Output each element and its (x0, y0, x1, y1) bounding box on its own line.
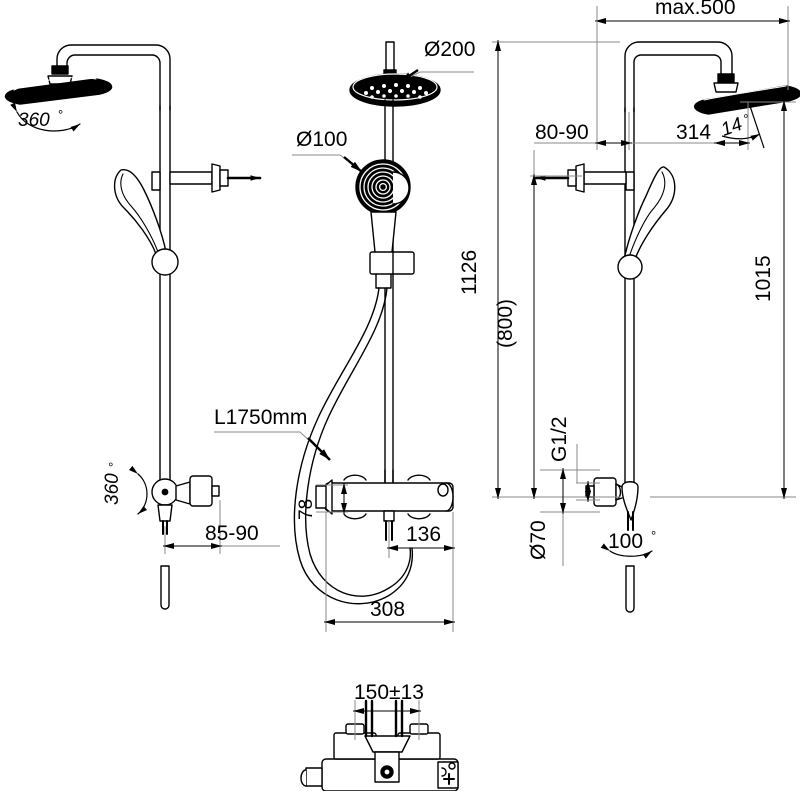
dim-800-lines (530, 174, 620, 499)
detail-view-mixer (300, 699, 459, 791)
dim-1126-label: 1126 (458, 250, 481, 295)
dia-100-label: Ø100 (296, 128, 347, 151)
left-shower-arm (56, 44, 171, 111)
dim-max-500-label: max.500 (655, 0, 736, 19)
right-head-ball-joint (713, 73, 739, 93)
mixer-detail-body (300, 699, 459, 791)
ang-14-label: 14 (718, 114, 745, 141)
dim-314-label: 314 (676, 121, 711, 144)
center-top-stub (383, 41, 397, 79)
swivel-arc-100 (600, 543, 653, 559)
dim-150-13-label: 150±13 (354, 681, 424, 704)
dia-200-leader (399, 69, 474, 83)
slider-block-center (369, 251, 415, 275)
degree-symbol-outlet-left: ° (106, 462, 121, 467)
slider-ring-right (617, 254, 643, 280)
dim-80-90-314-lines (533, 21, 750, 178)
dia-100-leader (292, 154, 363, 173)
dim-85-90-label: 85-90 (205, 522, 259, 545)
dia-200-label: Ø200 (424, 38, 475, 61)
hand-shower-handle-center (370, 211, 397, 289)
dim-78-label: 78 (296, 499, 317, 520)
degree-symbol-head-left: ° (58, 107, 63, 122)
dim-136-label: 136 (406, 523, 441, 546)
lower-outlet-left (151, 475, 220, 535)
ang-14-lines (721, 99, 765, 149)
rotation-label-outlet-left: 360 (102, 473, 123, 505)
handset-bracket-center (392, 171, 410, 205)
left-view (4, 44, 262, 610)
dim-308-lines (324, 512, 455, 632)
ang-14-degree-symbol: ° (742, 111, 752, 127)
handset-bracket-left (151, 163, 262, 193)
ang-100-degree-symbol: ° (651, 528, 656, 543)
rotation-label-head-left: 360 (18, 110, 50, 131)
hose-length-label: L1750mm (214, 406, 307, 429)
dimension-lines (163, 6, 796, 740)
dim-136-lines (387, 512, 455, 558)
dim-80-90-label: 80-90 (535, 121, 589, 144)
dia-70-lines (540, 468, 600, 566)
overhead-shower-head-center (349, 73, 441, 107)
slider-ring-left (151, 248, 179, 276)
overhead-shower-head-left (4, 77, 113, 105)
dim-308-label: 308 (370, 598, 405, 621)
dim-1015-lines (650, 100, 796, 499)
dim-1015-label: 1015 (752, 255, 775, 302)
left-riser-pipe (159, 105, 171, 481)
mixer-body-center (315, 469, 454, 541)
center-view (293, 41, 454, 605)
rotation-arc-outlet-left (128, 465, 148, 515)
rotation-arc-head-left (10, 102, 81, 132)
dia-70-label: Ø70 (527, 520, 550, 560)
ang-100-label: 100 (608, 530, 643, 553)
thread-g12-label: G1/2 (548, 416, 571, 462)
dim-800-label: (800) (494, 299, 517, 348)
dim-78-lines (316, 483, 348, 514)
right-shower-arm (624, 41, 733, 113)
left-outlet-stub (160, 565, 170, 610)
left-head-ball-joint (47, 65, 73, 85)
handset-bracket-right (534, 163, 635, 193)
right-riser-pipe (624, 107, 635, 496)
dim-150-13-lines (353, 700, 421, 740)
hose-leader (214, 431, 331, 461)
shower-hose-center (293, 287, 414, 605)
thread-g12-lines (576, 444, 600, 502)
dim-85-90-lines (163, 500, 280, 554)
